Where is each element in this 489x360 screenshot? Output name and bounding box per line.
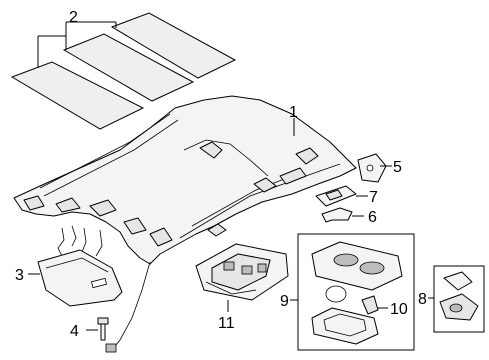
insulation-pad-middle [62, 33, 195, 102]
callout-4: 4 [70, 323, 79, 340]
dome-lamp [439, 271, 479, 321]
sun-visor [37, 249, 123, 307]
callout-3: 3 [15, 267, 24, 284]
callout-5: 5 [393, 159, 402, 176]
screw [97, 317, 109, 341]
callout-9: 9 [280, 293, 289, 310]
lamp-bulb [361, 295, 379, 315]
connector-icon [105, 343, 117, 353]
bracket [357, 153, 387, 183]
callout-11: 11 [218, 315, 235, 332]
screw-shank [100, 323, 106, 341]
map-lamp-lens [311, 307, 379, 345]
callout-10: 10 [390, 301, 408, 318]
retainer [315, 185, 357, 207]
insulation-pad-front [10, 61, 145, 130]
callout-6: 6 [368, 209, 377, 226]
callout-8: 8 [418, 291, 427, 308]
headliner-panel [13, 95, 357, 265]
insulation-pad-rear [110, 12, 237, 79]
headliner [13, 95, 357, 353]
map-lamp-housing [311, 241, 403, 291]
callout-2-leaders [37, 21, 117, 68]
screw-head [97, 317, 109, 325]
callout-2: 2 [69, 9, 78, 26]
map-lamp-assembly [311, 241, 403, 345]
overhead-console [195, 243, 289, 301]
insulation-pads [10, 12, 237, 130]
callout-7: 7 [369, 189, 378, 206]
callout-1: 1 [289, 104, 298, 121]
bulb-socket-icon [325, 285, 347, 303]
grab-handle [321, 207, 353, 223]
